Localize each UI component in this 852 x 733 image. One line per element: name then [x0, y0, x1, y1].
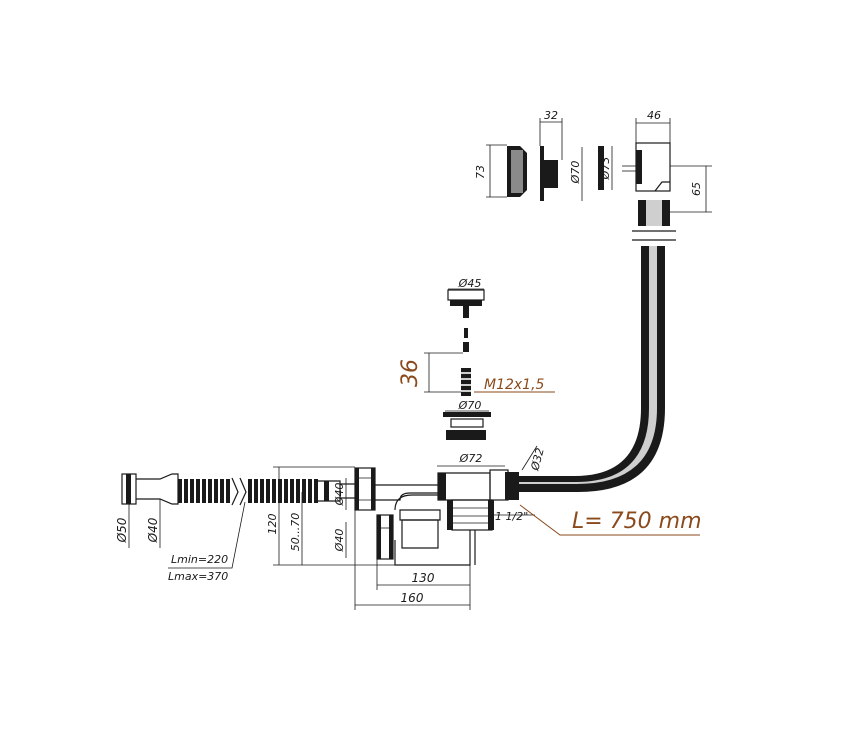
- thread-outlet-label: 1 1/2": [495, 510, 528, 523]
- dim-73-ring-group: Ø73: [599, 146, 613, 190]
- dim-72-label: Ø72: [459, 452, 483, 465]
- dim-36-group: 36: [398, 352, 463, 393]
- dim-50-70-label: 50...70: [289, 513, 302, 551]
- dim-45-group: Ø45: [448, 277, 484, 290]
- dim-40-bottom-group: Ø40: [333, 522, 347, 558]
- dim-160-label: 160: [401, 591, 424, 605]
- drain-plug-part: [447, 289, 485, 396]
- dim-70-cover-group: Ø70: [569, 147, 583, 201]
- corrugated-hose: [121, 473, 355, 506]
- dim-32-pipe-label: Ø32: [528, 446, 547, 472]
- dim-40-group: Ø40: [146, 499, 161, 548]
- dim-70-drain-label: Ø70: [458, 399, 482, 412]
- dim-70-cover-label: Ø70: [569, 161, 582, 185]
- drain-seat-part: Ø70: [443, 399, 491, 440]
- siphon-body: Ø72 Ø32 1 1/2": [375, 445, 547, 566]
- dim-65-group: 65: [670, 165, 712, 213]
- overflow-body-part: [622, 142, 671, 192]
- dim-120-label: 120: [266, 514, 279, 535]
- dim-130-label: 130: [412, 571, 435, 585]
- overflow-disc-part: [540, 146, 558, 201]
- thread-label-group: M12x1,5: [474, 377, 555, 393]
- dim-50-label: Ø50: [115, 517, 129, 543]
- dim-46-label: 46: [647, 109, 661, 122]
- length-label: L= 750 mm: [572, 509, 702, 534]
- dim-32-label: 32: [544, 109, 558, 122]
- dim-40-label: Ø40: [146, 517, 160, 543]
- hose-length-group: Lmin=220 Lmax=370: [168, 501, 246, 583]
- thread-label: M12x1,5: [484, 377, 545, 393]
- hose-length-callout: L= 750 mm: [519, 504, 702, 536]
- lmax-label: Lmax=370: [168, 570, 228, 583]
- dim-160-group: 160: [354, 510, 470, 610]
- outlet-fittings: [354, 467, 394, 560]
- dim-40-bottom-label: Ø40: [333, 529, 346, 553]
- dim-32-group: 32: [539, 109, 563, 160]
- lmin-label: Lmin=220: [171, 553, 228, 566]
- overflow-ring-part: [598, 146, 604, 190]
- dim-73-label: 73: [474, 165, 487, 179]
- dim-40-top-group: Ø40: [333, 478, 347, 510]
- dim-46-group: 46: [635, 109, 671, 143]
- dim-36-label: 36: [398, 359, 423, 387]
- dim-40-top-label: Ø40: [333, 483, 346, 507]
- dim-73-group: 73: [474, 144, 507, 198]
- dim-65-label: 65: [690, 182, 703, 196]
- dim-130-group: 130: [376, 559, 471, 610]
- dim-73-ring-label: Ø73: [599, 157, 612, 181]
- overflow-cap-part: [507, 146, 527, 197]
- dim-45-label: Ø45: [458, 277, 482, 290]
- dim-50-70-group: 50...70: [289, 492, 303, 565]
- cable-hose: [505, 200, 676, 492]
- dim-50-group: Ø50: [115, 474, 130, 548]
- dim-120-group: 120: [266, 466, 395, 566]
